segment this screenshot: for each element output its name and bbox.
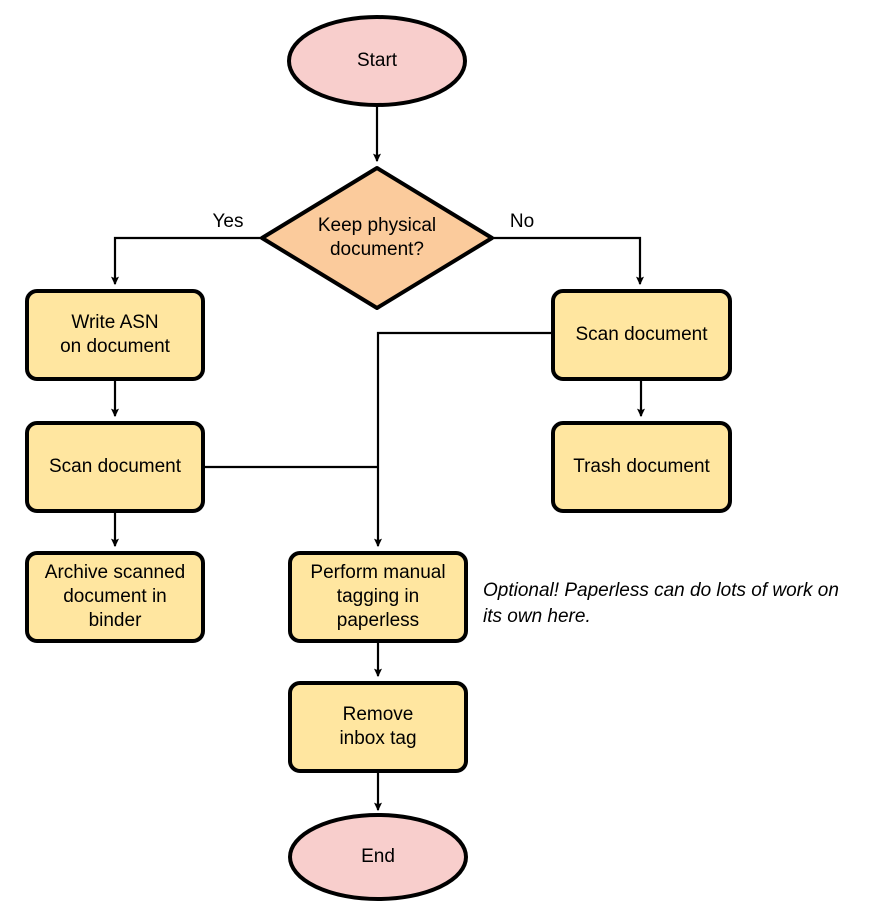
node-manual-tagging[interactable]: Perform manual tagging in paperless — [288, 551, 468, 643]
node-start[interactable]: Start — [287, 15, 467, 107]
node-label-keep-physical: document? — [330, 239, 424, 260]
node-shape-rounded-rect — [288, 551, 468, 643]
node-shape-rounded-rect — [25, 421, 205, 513]
node-label-archive-binder: binder — [89, 610, 142, 631]
node-remove-inbox-tag[interactable]: Remove inbox tag — [288, 681, 468, 773]
node-label-write-asn: Write ASN — [71, 312, 158, 333]
node-keep-physical[interactable]: Keep physical document? — [260, 166, 494, 310]
annotation-line: its own here. — [483, 606, 591, 627]
node-shape-rounded-rect — [25, 289, 205, 381]
node-label-write-asn: on document — [60, 336, 171, 357]
node-shape-rounded-rect — [551, 421, 732, 513]
node-archive-binder[interactable]: Archive scanned document in binder — [25, 551, 205, 643]
node-end[interactable]: End — [288, 813, 468, 901]
node-label-end: End — [361, 846, 395, 867]
node-label-trash: Trash document — [573, 456, 710, 477]
edge-decision-yes-to-write-asn: Yes — [111, 211, 262, 286]
node-label-scan-left: Scan document — [49, 456, 182, 477]
node-label-manual-tagging: Perform manual — [310, 562, 445, 583]
connector-line — [111, 236, 262, 286]
node-trash[interactable]: Trash document — [551, 421, 732, 513]
edge-decision-no-to-scan-right: No — [492, 211, 644, 286]
connector-line — [374, 331, 553, 548]
node-label-manual-tagging: tagging in — [337, 586, 419, 607]
node-shape-rounded-rect — [288, 681, 468, 773]
node-label-keep-physical: Keep physical — [318, 215, 436, 236]
annotation-line: Optional! Paperless can do lots of work … — [483, 580, 839, 601]
edge-label-yes: Yes — [213, 211, 244, 232]
node-shape-rounded-rect — [551, 289, 732, 381]
edge-scan-right-to-manual-tagging — [374, 331, 553, 548]
node-label-scan-right: Scan document — [575, 324, 708, 345]
node-shape-diamond — [260, 166, 494, 310]
annotations-layer: Optional! Paperless can do lots of work … — [483, 580, 839, 627]
node-label-remove-inbox-tag: Remove — [343, 704, 414, 725]
edge-label-no: No — [510, 211, 534, 232]
node-write-asn[interactable]: Write ASN on document — [25, 289, 205, 381]
node-scan-left[interactable]: Scan document — [25, 421, 205, 513]
annotation-optional-note: Optional! Paperless can do lots of work … — [483, 580, 839, 627]
node-scan-right[interactable]: Scan document — [551, 289, 732, 381]
node-shape-ellipse — [288, 813, 468, 901]
connector-line — [492, 236, 644, 286]
node-label-remove-inbox-tag: inbox tag — [339, 728, 416, 749]
node-label-archive-binder: document in — [63, 586, 167, 607]
node-shape-ellipse — [287, 15, 467, 107]
node-label-start: Start — [357, 50, 398, 71]
edges-layer: Yes No — [111, 105, 645, 812]
node-label-manual-tagging: paperless — [337, 610, 419, 631]
node-label-archive-binder: Archive scanned — [45, 562, 185, 583]
node-shape-rounded-rect — [25, 551, 205, 643]
